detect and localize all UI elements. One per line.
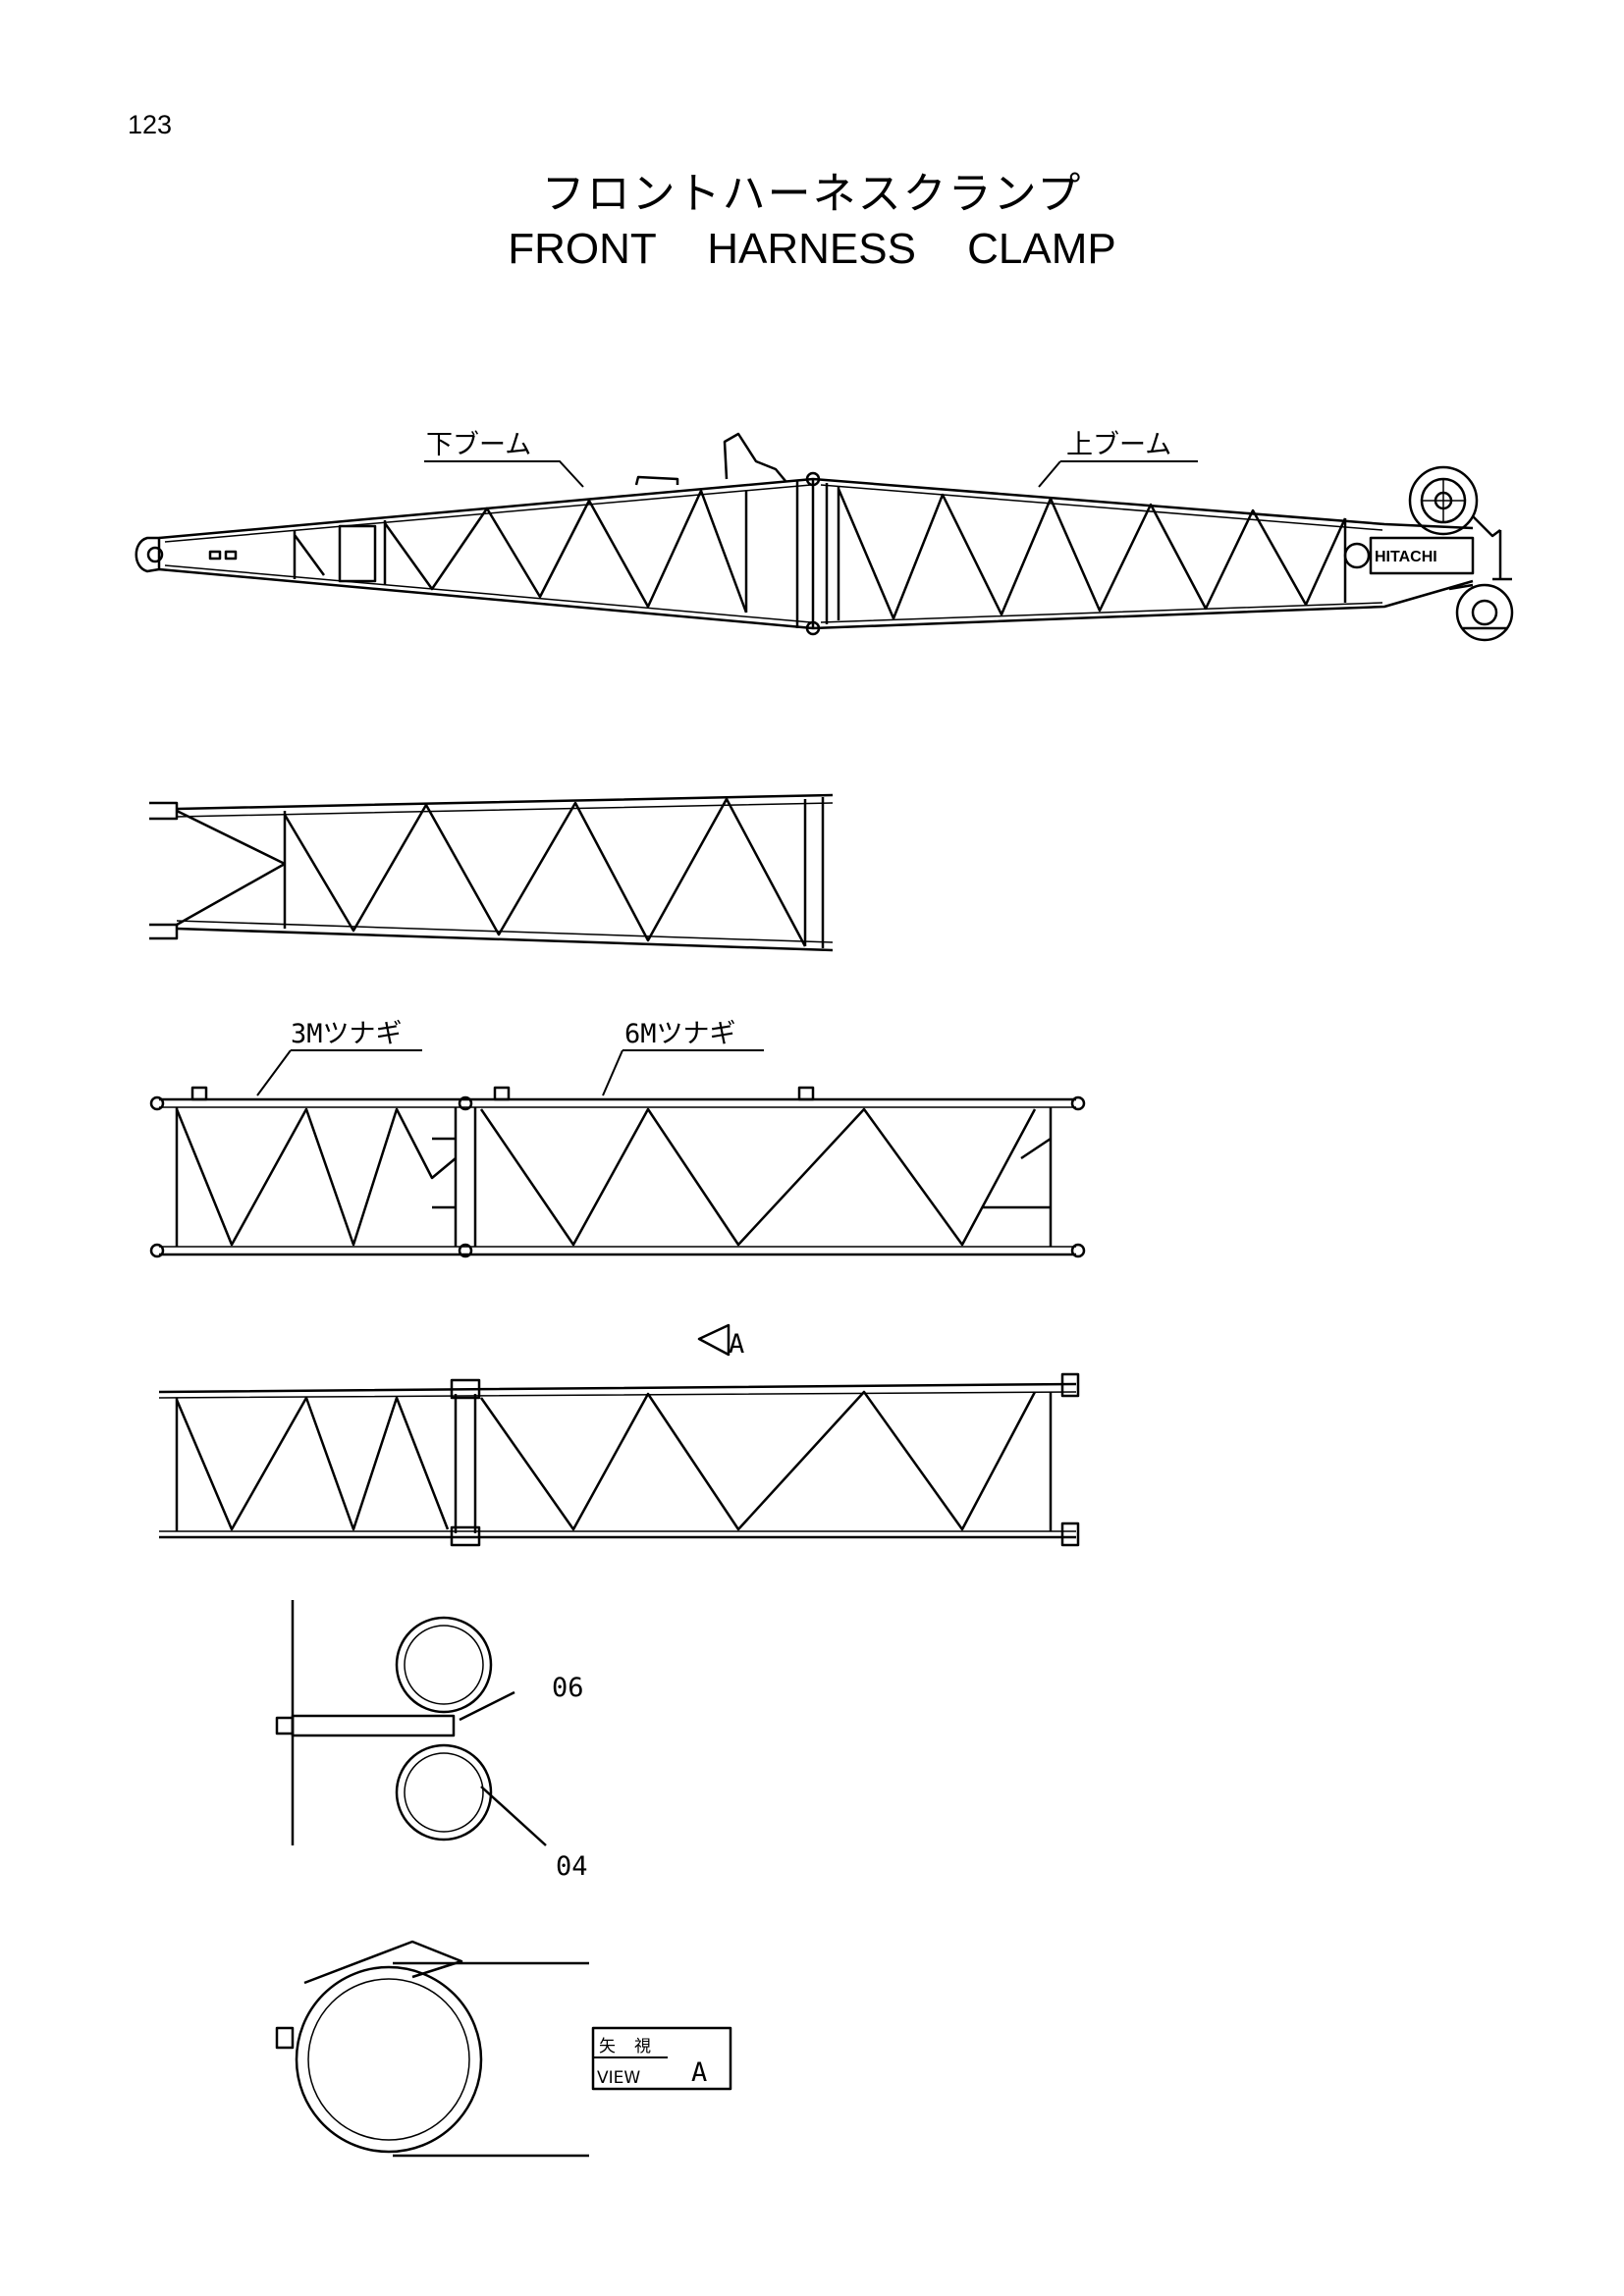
brand-label: HITACHI: [1375, 549, 1437, 565]
view-letter-label: A: [691, 2057, 707, 2088]
insert-6m-label: 6Mツナギ: [624, 1019, 736, 1049]
title-block: フロントハーネスクランプ FRONT HARNESS CLAMP: [0, 167, 1624, 277]
lower-boom-label: 下ブーム: [426, 430, 531, 460]
clamp-detail: [275, 1600, 547, 1846]
boom-side-view: HITACHI: [135, 432, 1514, 642]
part-04-label: 04: [556, 1851, 588, 1882]
view-arrow-label: A: [729, 1329, 744, 1360]
title-english: FRONT HARNESS CLAMP: [508, 225, 1116, 273]
upper-boom-label: 上ブーム: [1066, 430, 1171, 460]
insert-top-view: A: [158, 1323, 1080, 1547]
page-number: 123: [128, 110, 173, 139]
tapered-section-view: [149, 793, 834, 952]
view-a-section: [275, 1940, 732, 2158]
view-en-label: VIEW: [597, 2068, 640, 2088]
insert-side-view: [149, 1086, 1086, 1258]
view-jp-char-2: 視: [634, 2037, 651, 2056]
insert-3m-label: 3Mツナギ: [291, 1019, 403, 1049]
part-06-label: 06: [552, 1673, 584, 1703]
title-japanese: フロントハーネスクランプ: [541, 169, 1083, 219]
view-jp-char-1: 矢: [599, 2037, 616, 2056]
